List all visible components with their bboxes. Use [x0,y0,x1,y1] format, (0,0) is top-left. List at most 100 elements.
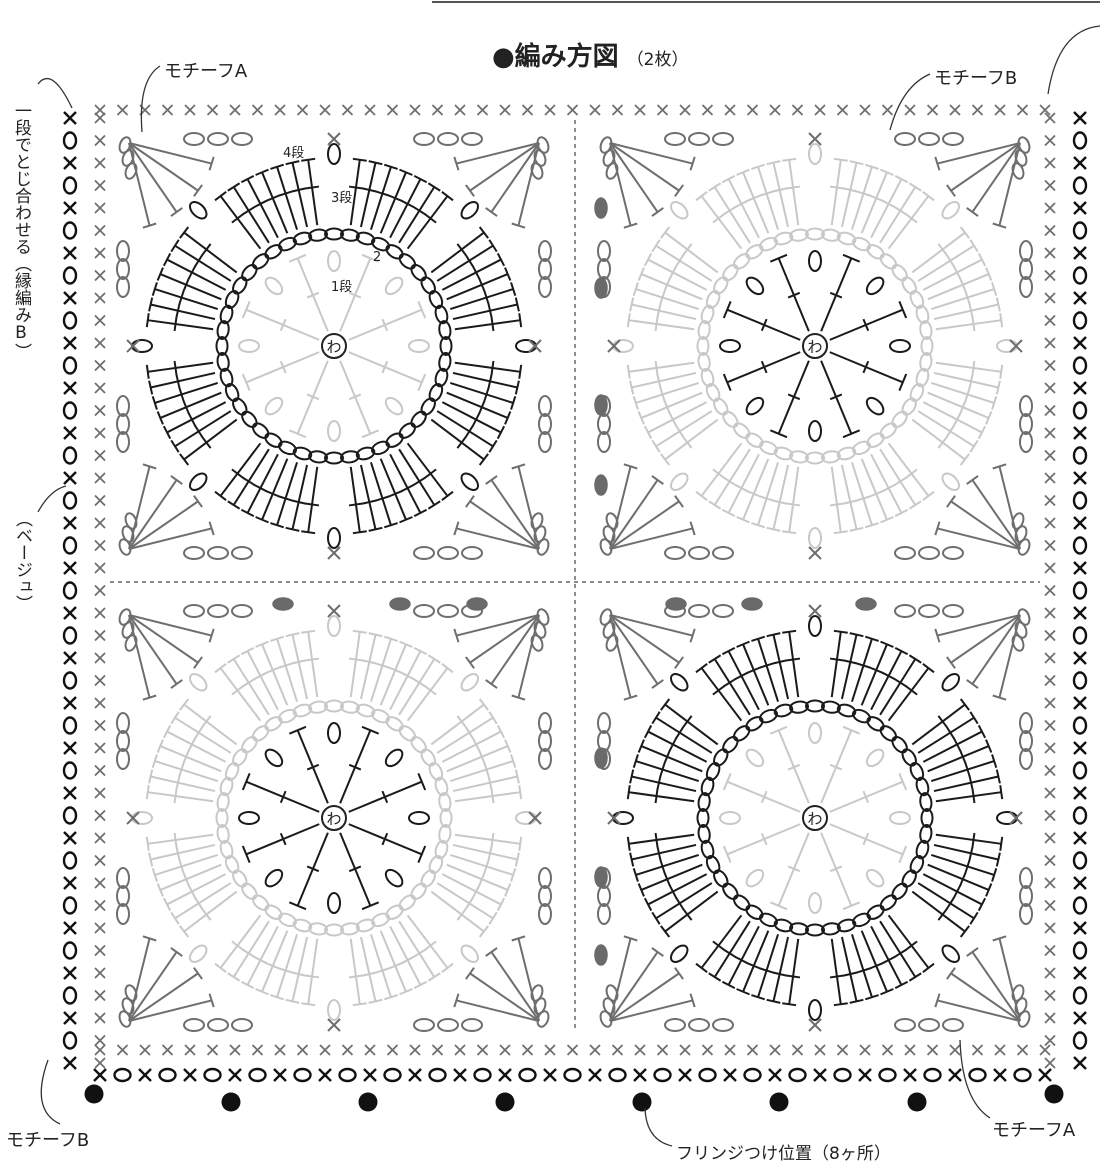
single-crochet-stitch [1045,946,1055,956]
stitch-post [928,746,989,771]
stitch-top [498,253,504,265]
stitch-post [447,393,508,418]
stitch-post [361,465,376,529]
stitch-post [175,883,231,918]
stitch-bar [425,214,436,222]
stitch-bar [894,478,906,485]
stitch-post [262,644,287,705]
single-crochet-stitch [814,1069,826,1081]
stitch-post [743,459,768,520]
chain-stitch [230,868,249,889]
stitch-post [184,233,237,273]
chain-stitch [533,525,548,543]
chain-stitch [997,812,1017,824]
row1-stitch [243,824,319,863]
row3-stitch [767,633,788,699]
stitch-top [834,1003,848,1005]
row1-stitch [289,361,328,437]
chain-stitch [414,133,434,145]
single-crochet-stitch [298,105,308,115]
stitch-post [758,462,778,525]
stitch-top [519,785,521,799]
chain-stitch [239,734,259,755]
chain-stitch [1074,898,1086,914]
single-crochet-stitch [883,1045,893,1055]
row1-stitch [821,361,860,437]
fringe-dot [1045,1085,1064,1104]
chain-stitch [890,881,910,902]
corner-top [171,948,182,956]
stitch-post [931,383,994,403]
single-crochet-stitch [1074,562,1086,574]
stitch-bar [401,485,413,491]
single-crochet-stitch [1045,653,1055,663]
stitch-post [148,363,213,372]
row1-stitch [724,301,800,340]
stitch-top [696,664,707,672]
row1-stitch [340,361,379,437]
single-crochet-stitch [589,1069,601,1081]
corner-top [194,968,202,979]
stitch-post [455,792,520,801]
stitch-top [961,699,969,710]
stitch-post [702,915,742,968]
chain-stitch [340,1069,356,1081]
single-crochet-stitch [1074,157,1086,169]
single-crochet-stitch [725,1045,735,1055]
single-crochet-stitch [1045,676,1055,686]
row1-stitch [821,727,860,803]
leader-top-right [1048,26,1100,94]
corner-top [967,476,978,484]
chain-stitch [919,133,939,145]
single-crochet-stitch [1045,136,1055,146]
stitch-post [399,449,434,505]
single-crochet-stitch [95,361,105,371]
chain-stitch [713,133,733,145]
chain-stitch [409,262,429,283]
chain-stitch [232,133,252,145]
stitch-bar [492,317,494,331]
chain-stitch [208,605,228,617]
stitch-top [489,712,496,724]
leader-fringe [645,1108,672,1146]
chain-stitch [239,881,259,902]
chain-stitch [64,673,76,689]
single-crochet-stitch [95,1045,105,1055]
stitch-top [628,313,630,327]
chain-stitch [895,547,915,559]
stitch-bar [724,950,736,957]
corner-fan [454,136,550,228]
single-crochet-stitch [64,742,76,754]
corner-top [194,185,202,196]
stitch-post [852,639,872,702]
single-crochet-stitch [1045,406,1055,416]
single-crochet-stitch [184,1069,196,1081]
single-crochet-stitch [500,105,510,115]
stitch-post [221,668,261,721]
chain-stitch [720,734,740,755]
single-crochet-stitch [950,1045,960,1055]
single-crochet-stitch [95,991,105,1001]
chain-stitch [602,149,617,167]
corner-top [675,657,683,668]
stitch-bar [938,909,946,920]
chain-stitch [328,144,340,164]
stitch-top [909,973,921,980]
stitch-bar [202,716,210,727]
single-crochet-stitch [64,697,76,709]
slip-stitch-filled [666,598,686,610]
single-crochet-stitch [1074,922,1086,934]
stitch-post [842,465,857,529]
stitch-bar [882,485,894,491]
chain-stitch [744,903,765,922]
chain-stitch [64,808,76,824]
stitch-post [399,921,434,977]
chain-stitch [250,421,271,441]
chain-stitch [419,747,438,768]
chain-stitch [239,409,259,430]
chain-stitch [263,747,286,770]
stitch-top [782,531,796,533]
single-crochet-stitch [95,563,105,573]
stitch-bar [735,673,747,679]
single-crochet-stitch [1074,1012,1086,1024]
